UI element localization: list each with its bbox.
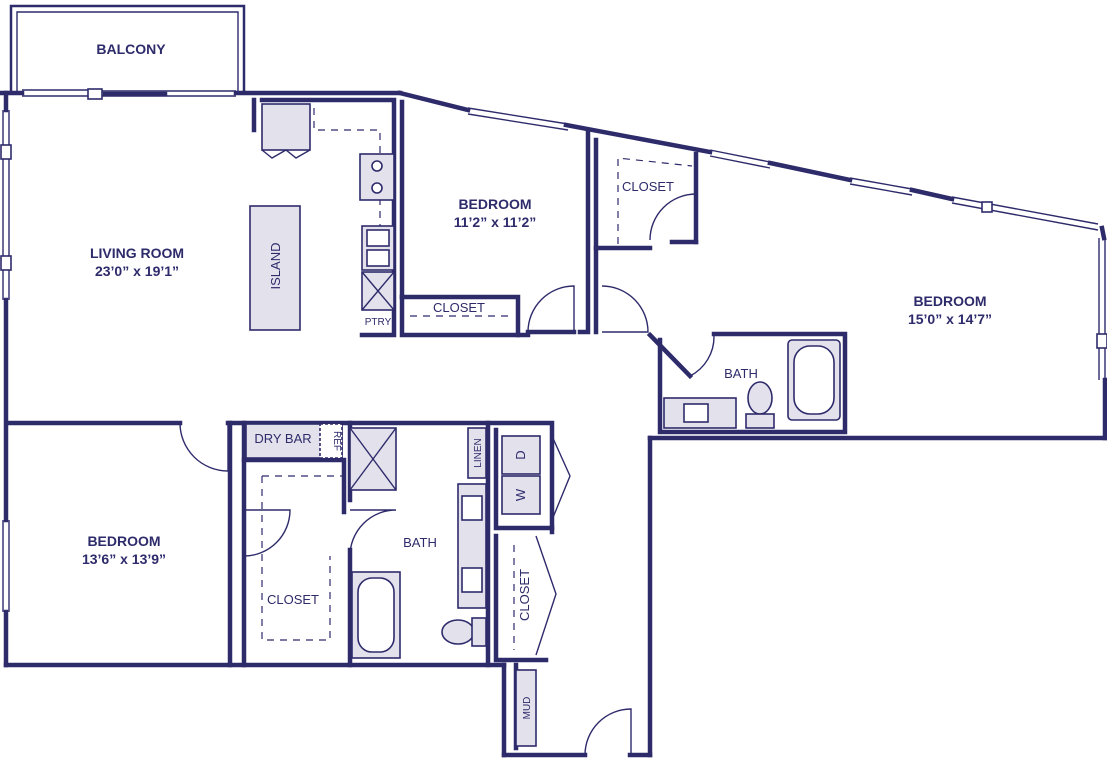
closet-bedroom-1-label: CLOSET xyxy=(433,300,485,315)
living-room-size: 23’0” x 19’1” xyxy=(95,263,179,279)
balcony-label: BALCONY xyxy=(96,41,166,57)
kitchen-island xyxy=(249,205,301,331)
island-label: ISLAND xyxy=(268,243,283,290)
linen xyxy=(467,427,487,479)
dryer xyxy=(501,435,541,475)
mud-label: MUD xyxy=(522,697,533,720)
hall-toilet xyxy=(441,619,475,645)
closet-hall-label: CLOSET xyxy=(517,569,532,621)
linen-label: LINEN xyxy=(473,438,484,467)
pantry-label: PTRY xyxy=(365,317,392,328)
bedroom-2-name: BEDROOM xyxy=(913,293,986,309)
fridge xyxy=(261,103,311,151)
dryer-label: D xyxy=(513,450,528,459)
master-toilet xyxy=(747,381,773,415)
dry-bar-label: DRY BAR xyxy=(254,431,311,446)
fixtures xyxy=(245,103,841,747)
ref-label: REF xyxy=(331,431,342,451)
interior-walls xyxy=(7,97,848,751)
washer-label: W xyxy=(513,488,528,501)
exterior-walls xyxy=(0,88,1107,758)
living-room-name: LIVING ROOM xyxy=(90,245,184,261)
bedroom-3-name: BEDROOM xyxy=(87,533,160,549)
bedroom-2-size: 15’0” x 14’7” xyxy=(908,311,992,327)
mud-bench xyxy=(515,669,537,747)
hall-bath-label: BATH xyxy=(403,535,437,550)
washer xyxy=(501,475,541,515)
room-labels: BALCONY LIVING ROOM 23’0” x 19’1” BEDROO… xyxy=(82,41,992,719)
bedroom-3-size: 13’6” x 13’9” xyxy=(82,551,166,567)
closet-bedroom-3-label: CLOSET xyxy=(267,592,319,607)
balcony xyxy=(9,4,246,92)
bedroom-1-name: BEDROOM xyxy=(458,196,531,212)
bedroom-1-size: 11’2” x 11’2” xyxy=(454,214,537,230)
closet-bedroom-2-label: CLOSET xyxy=(622,179,674,194)
master-bath-label: BATH xyxy=(724,366,758,381)
doors xyxy=(179,193,715,756)
